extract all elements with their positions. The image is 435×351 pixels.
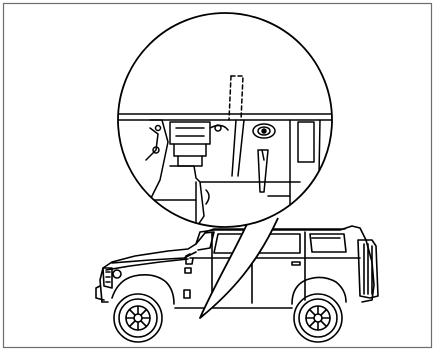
service-illustration bbox=[0, 0, 435, 351]
diagram-frame bbox=[0, 0, 435, 351]
